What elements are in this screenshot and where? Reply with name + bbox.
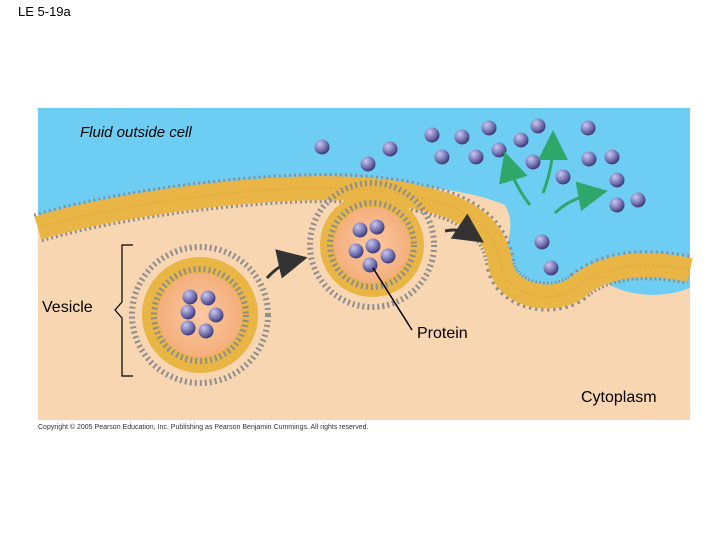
protein-molecule-icon (182, 289, 198, 305)
protein-molecule-icon (491, 142, 507, 158)
vesicle-bracket (114, 244, 133, 377)
protein-molecule-icon (609, 172, 625, 188)
protein-molecule-icon (555, 169, 571, 185)
protein-molecule-icon (180, 320, 196, 336)
protein-molecule-icon (369, 219, 385, 235)
movement-arrow-icon (444, 213, 484, 243)
movement-arrow-icon (265, 249, 308, 280)
diffusion-arrow-icon (553, 181, 608, 215)
protein-molecule-icon (352, 222, 368, 238)
released-proteins (314, 118, 646, 276)
protein-molecule-icon (434, 149, 450, 165)
protein-molecule-icon (580, 120, 596, 136)
protein-molecule-icon (424, 127, 440, 143)
protein-molecule-icon (454, 129, 470, 145)
vesicle-label: Vesicle (42, 299, 93, 316)
vesicle-proteins (180, 219, 396, 339)
slide-label: LE 5-19a (18, 4, 71, 19)
diffusion-arrow-icon (537, 130, 568, 194)
protein-molecule-icon (360, 156, 376, 172)
protein-molecule-icon (481, 120, 497, 136)
protein-molecule-icon (534, 234, 550, 250)
protein-molecule-icon (530, 118, 546, 134)
plasma-membrane (33, 173, 693, 312)
protein-molecule-icon (180, 304, 196, 320)
protein-molecule-icon (380, 248, 396, 264)
protein-molecule-icon (348, 243, 364, 259)
protein-molecule-icon (513, 132, 529, 148)
copyright-notice: Copyright © 2005 Pearson Education, Inc.… (38, 424, 369, 431)
protein-molecule-icon (200, 290, 216, 306)
protein-molecule-icon (581, 151, 597, 167)
protein-molecule-icon (604, 149, 620, 165)
protein-molecule-icon (543, 260, 559, 276)
protein-label: Protein (417, 325, 468, 342)
protein-molecule-icon (208, 307, 224, 323)
protein-molecule-icon (365, 238, 381, 254)
protein-molecule-icon (609, 197, 625, 213)
diffusion-arrow-icon (498, 151, 532, 206)
vesicle (129, 244, 271, 386)
protein-molecule-icon (382, 141, 398, 157)
fluid-outside-label: Fluid outside cell (80, 124, 192, 141)
protein-molecule-icon (630, 192, 646, 208)
protein-molecule-icon (468, 149, 484, 165)
protein-molecule-icon (525, 154, 541, 170)
cytoplasm-label: Cytoplasm (581, 389, 657, 406)
label-pointer-line (372, 267, 413, 331)
protein-molecule-icon (198, 323, 214, 339)
protein-molecule-icon (314, 139, 330, 155)
